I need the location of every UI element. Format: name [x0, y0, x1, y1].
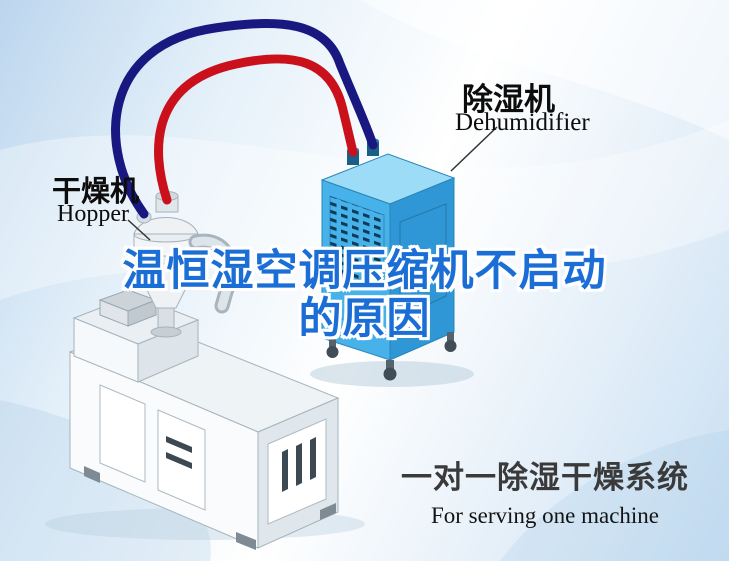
dehumidifier-leader-line	[450, 126, 498, 172]
caster-wheel	[326, 346, 339, 358]
hopper-leader-line	[127, 219, 151, 241]
caption-zh: 一对一除湿干燥系统	[401, 460, 689, 495]
extruder-machine-illustration	[45, 289, 365, 550]
hoses	[111, 18, 378, 219]
machine-vent-slot	[166, 436, 192, 453]
caster-wheel	[444, 340, 457, 352]
headline-line2: 的原因	[298, 295, 431, 343]
hopper-cone	[133, 263, 199, 309]
machine-vent-slot	[166, 452, 192, 469]
caption-en: For serving one machine	[430, 503, 660, 528]
red-hose	[154, 54, 358, 205]
hopper-label-en: Hopper	[57, 201, 129, 227]
machine-foot	[320, 503, 336, 520]
leader-lines	[127, 126, 498, 241]
hopper-flange	[150, 326, 182, 338]
hopper-illustration	[133, 191, 238, 338]
navy-hose	[111, 18, 378, 219]
hopper-dome	[133, 217, 199, 235]
dehumidifier-label-en: Dehumidifier	[455, 109, 590, 136]
machine-vent-slot	[310, 437, 316, 480]
sweep-top-right	[360, 0, 729, 140]
sweep-bottom-right	[500, 430, 729, 561]
machine-vent-slot	[282, 449, 288, 492]
machine-foot	[84, 466, 100, 483]
caster-wheel	[383, 367, 397, 381]
dehumidifier-nameplate	[411, 247, 431, 272]
machine-vent-slot	[296, 443, 302, 486]
dehumidifier-illustration	[310, 138, 474, 387]
dehumidifier-door-outline	[399, 203, 447, 319]
dehumidifier-label-zh: 除湿机	[462, 82, 555, 117]
caption-block: 一对一除湿干燥系统 For serving one machine	[395, 452, 695, 529]
headline-line1: 温恒湿空调压缩机不启动	[122, 247, 607, 295]
machine-cabinet-side	[137, 319, 199, 383]
hopper-label-zh: 干燥机	[52, 176, 140, 208]
dehumidifier-vent-grille	[329, 195, 385, 289]
machine-door-1	[99, 384, 146, 483]
machine-foot	[236, 532, 256, 550]
